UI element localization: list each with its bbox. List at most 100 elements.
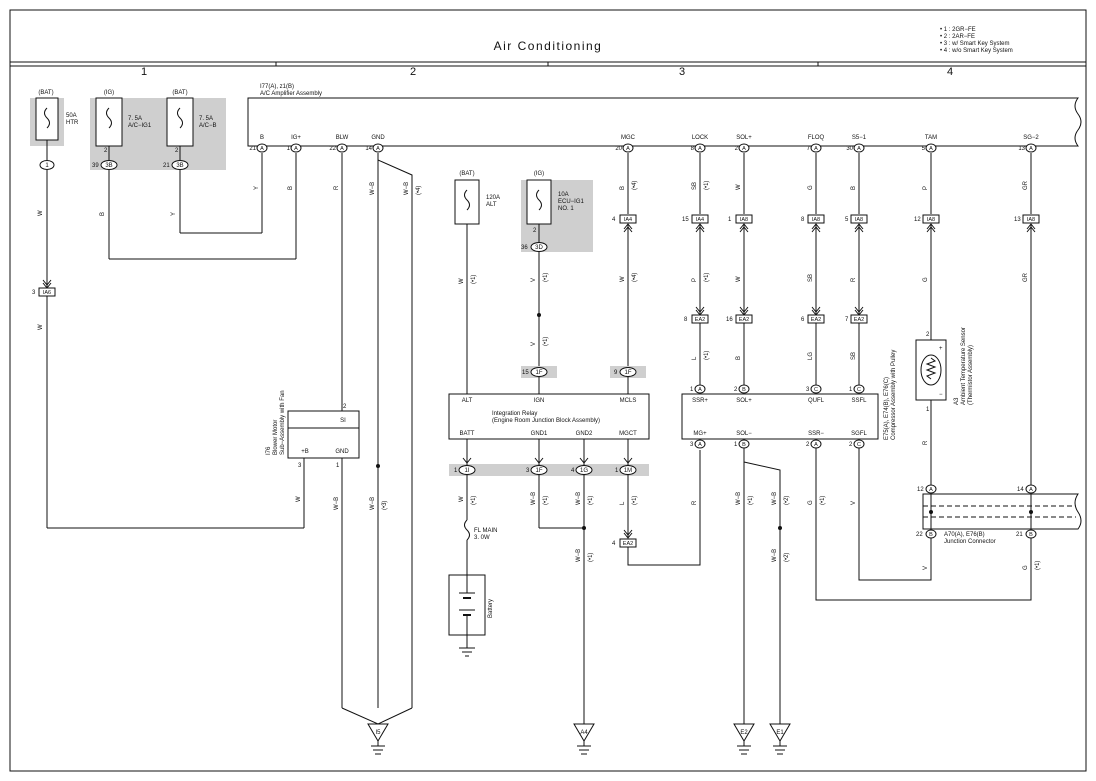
connector-id: 3D xyxy=(535,245,543,251)
sg2-wiring: GR 13 IA8 GR xyxy=(1014,153,1040,485)
wire-color: W−B xyxy=(772,492,778,505)
connector-id: EA2 xyxy=(811,317,821,323)
connector-id: A xyxy=(1029,146,1033,152)
pin-number: 6 xyxy=(801,317,805,323)
terminal-label: MGCT xyxy=(619,431,637,437)
ambient-temp-sensor: P 12 IA8 G 2 + − 1 R A3 Ambient Temperat… xyxy=(914,153,974,485)
pin-number: 2 xyxy=(849,442,853,448)
pin-number: 14 xyxy=(365,146,372,152)
pin-number: 4 xyxy=(571,468,575,474)
column-number: 1 xyxy=(141,66,147,78)
connector-id: EA2 xyxy=(739,317,749,323)
connector-id: 1F xyxy=(535,468,542,474)
pin-number: 3 xyxy=(32,290,36,296)
amp-terminal-label: LOCK xyxy=(692,135,708,141)
connector-id: IA8 xyxy=(740,217,748,223)
pin-number: 1 xyxy=(734,442,738,448)
wire-option: (•4) xyxy=(632,181,638,190)
wire-color: P xyxy=(692,278,698,282)
wire-color: W−B xyxy=(370,497,376,510)
compressor-output-wiring: R W−B (•1) W−B (•2) W−B (•2) G (•1) V xyxy=(692,448,1032,724)
connector-id: 1G xyxy=(580,468,588,474)
terminal-label: SI xyxy=(340,418,346,424)
component-name: Sub−Assembly with Fan xyxy=(280,390,286,455)
ground-label: E2 xyxy=(740,730,748,736)
diagram-title: Air Conditioning xyxy=(494,39,603,53)
wire-option: (•1) xyxy=(704,351,710,360)
fuse-name: ALT xyxy=(486,202,497,208)
wire-option: (•1) xyxy=(471,496,477,505)
legend-item: • 1 : 2GR−FE xyxy=(940,27,976,33)
fuse-source: (IG) xyxy=(104,90,114,96)
wire-color: B xyxy=(100,212,106,216)
wire-option: (•1) xyxy=(471,275,477,284)
pin-number: 3 xyxy=(298,463,302,469)
pin-number: 22 xyxy=(329,146,336,152)
component-name: A3 xyxy=(954,397,960,405)
pin-number: 1 xyxy=(454,468,458,474)
pin-number: 21 xyxy=(1016,532,1023,538)
wire-option: (•1) xyxy=(543,337,549,346)
connector-id: A xyxy=(698,387,702,393)
ground-e2: E2 xyxy=(733,723,755,755)
amp-terminal-label: S5−1 xyxy=(852,135,867,141)
fuse-ac-b: (BAT) 7. 5A A/C−B 2 21 3B xyxy=(163,90,217,170)
wire-option: (•1) xyxy=(543,496,549,505)
pin-number: 1 xyxy=(849,387,853,393)
connector-id: A xyxy=(294,146,298,152)
amp-terminal-label: TAM xyxy=(925,135,937,141)
connector-id: B xyxy=(1029,532,1033,538)
pin-number: 2 xyxy=(104,148,108,154)
wire-color: SB xyxy=(692,182,698,190)
connector-id: A xyxy=(626,146,630,152)
amp-pin xyxy=(372,143,384,153)
connector-id: EA2 xyxy=(854,317,864,323)
terminal-polarity: + xyxy=(939,346,943,352)
amp-terminal-label: FLOQ xyxy=(808,135,825,141)
terminal-label: SSR+ xyxy=(692,398,708,404)
pin-number: 2 xyxy=(926,332,930,338)
pin-number: 1 xyxy=(926,407,930,413)
connector-id: A xyxy=(1029,487,1033,493)
wire-color: G xyxy=(1023,565,1029,570)
fuse-rating: 7. 5A xyxy=(199,116,213,122)
relay-output-wiring: W (•1) FL MAIN 3. 0W Battery W−B (•1) W−… xyxy=(448,450,701,724)
wire-color: G xyxy=(808,500,814,505)
ground-label: E1 xyxy=(776,730,784,736)
fuse-source: (BAT) xyxy=(459,171,474,177)
component-name: Battery xyxy=(488,599,494,618)
fuse-source: (IG) xyxy=(534,171,544,177)
wire-color: W−B xyxy=(772,549,778,562)
amp-pin xyxy=(1025,143,1037,153)
pin-number: 1 xyxy=(615,468,619,474)
connector-id: B xyxy=(742,387,746,393)
column-ruler: 1 2 3 4 xyxy=(141,62,953,78)
terminal-label: +B xyxy=(301,449,309,455)
terminal-polarity: − xyxy=(939,392,943,398)
connector-id: 1I xyxy=(464,468,469,474)
ground-a4: A4 xyxy=(573,723,595,755)
terminal-label: ALT xyxy=(462,398,473,404)
column-number: 2 xyxy=(410,66,416,78)
mgc-wiring: B (•4) 4 IA4 W (•4) xyxy=(612,153,638,367)
wire-color: GR xyxy=(1023,180,1029,190)
terminal-label: GND xyxy=(335,449,349,455)
pin-number: 14 xyxy=(1017,487,1024,493)
wire-color: W xyxy=(736,276,742,282)
terminal-label: GND1 xyxy=(531,431,548,437)
wire-color: P xyxy=(923,186,929,190)
connector-id: 3B xyxy=(176,163,183,169)
amp-pin xyxy=(290,143,302,153)
component-name: (Engine Room Junction Block Assembly) xyxy=(492,418,600,424)
wire-option: (•1) xyxy=(543,273,549,282)
wire-color: W xyxy=(296,496,302,502)
terminal-label: GND2 xyxy=(576,431,593,437)
column-number: 4 xyxy=(947,66,953,78)
connector-id: IA8 xyxy=(812,217,820,223)
fuse-name: NO. 1 xyxy=(558,206,574,212)
wire-color: V xyxy=(531,278,537,282)
connector-id: A xyxy=(929,487,933,493)
legend-item: • 3 : w/ Smart Key System xyxy=(940,41,1009,47)
connector-id: 1M xyxy=(624,468,632,474)
